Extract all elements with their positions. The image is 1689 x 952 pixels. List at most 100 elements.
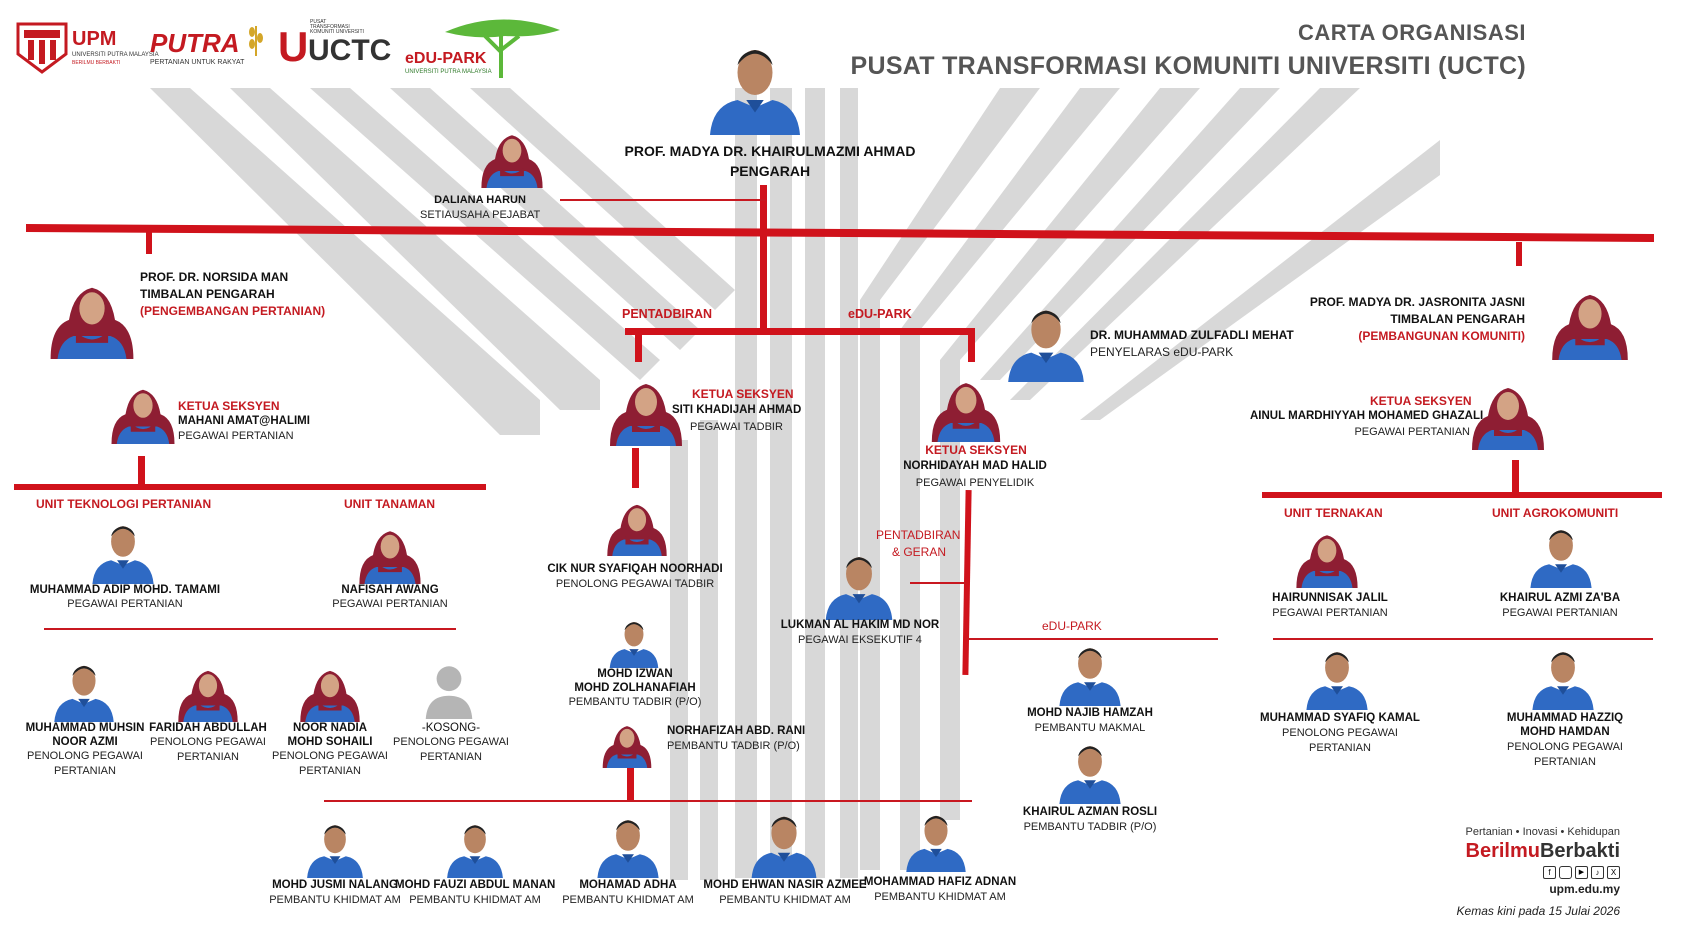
right-section-drop: [1512, 460, 1519, 493]
footer-brand-2: Berbakti: [1539, 840, 1620, 862]
deputy-left-name: PROF. DR. NORSIDA MAN: [140, 270, 289, 284]
staff-jusmi-name: MOHD JUSMI NALANG: [272, 879, 398, 891]
staff-muhsin-photo: [48, 656, 120, 722]
branch-label-admin-grant-1: PENTADBIRAN: [876, 528, 961, 542]
deputy-right-division: (PEMBANGUNAN KOMUNITI): [1358, 329, 1525, 343]
staff-hairunnisak-photo: [1292, 520, 1362, 588]
staff-najib-role: PEMBANTU MAKMAL: [1034, 722, 1146, 734]
logo-putra: PUTRA PERTANIAN UNTUK RAKYAT: [150, 26, 263, 66]
staff-hazziq-photo: [1526, 642, 1600, 710]
wheat-icon: [249, 26, 263, 56]
instagram-icon[interactable]: [1559, 866, 1572, 879]
left-staff-line: [44, 628, 456, 630]
staff-izwan-photo: [603, 614, 665, 668]
staff-muhsin-role1: PENOLONG PEGAWAI: [27, 750, 143, 762]
staff-hazziq-role2: PERTANIAN: [1534, 756, 1596, 768]
chart-title: CARTA ORGANISASI: [1298, 20, 1526, 45]
staff-ehwan-role: PEMBANTU KHIDMAT AM: [719, 894, 851, 906]
section-head-left-tag: KETUA SEKSYEN: [178, 399, 280, 413]
putra-wordmark: PUTRA: [150, 28, 240, 58]
left-unit-line: [14, 484, 486, 490]
staff-adha-name: MOHAMAD ADHA: [579, 879, 677, 891]
uctc-sub2: TRANSFORMASI: [310, 24, 350, 30]
edupark-drop-line: [968, 330, 975, 362]
facebook-icon[interactable]: f: [1543, 866, 1556, 879]
deputy-right-photo: [1548, 252, 1632, 384]
x-icon[interactable]: X: [1607, 866, 1620, 879]
footer-brand: BerilmuBerbakti: [1466, 840, 1621, 863]
putra-subtitle: PERTANIAN UNTUK RAKYAT: [150, 59, 245, 66]
staff-hazziq-name1: MUHAMMAD HAZZIQ: [1506, 712, 1624, 724]
right-deputy-drop: [1516, 242, 1522, 266]
section-head-left-photo: [108, 370, 178, 448]
staff-jusmi-role: PEMBANTU KHIDMAT AM: [269, 894, 401, 906]
bottom-staff-line: [324, 800, 972, 802]
tiktok-icon[interactable]: ♪: [1591, 866, 1604, 879]
uctc-u-glyph: U: [278, 23, 309, 70]
staff-izwan-role: PEMBANTU TADBIR (P/O): [568, 696, 702, 708]
staff-kosong-role2: PERTANIAN: [420, 751, 482, 763]
staff-hafiz-photo: [900, 806, 972, 872]
staff-muhsin-role2: PERTANIAN: [54, 765, 116, 777]
secretary-name: DALIANA HARUN: [434, 194, 526, 206]
staff-lukman-name: LUKMAN AL HAKIM MD NOR: [780, 619, 940, 631]
staff-nafisah-name: NAFISAH AWANG: [341, 584, 439, 596]
staff-hazziq-role1: PENOLONG PEGAWAI: [1507, 741, 1623, 753]
staff-syafiqah-photo: [604, 488, 670, 558]
staff-nafisah-photo: [355, 516, 425, 584]
staff-norhafizah-name: NORHAFIZAH ABD. RANI: [667, 725, 806, 737]
staff-fauzi-photo: [440, 816, 510, 878]
footer-website[interactable]: upm.edu.my: [1549, 882, 1620, 896]
upm-wordmark: UPM: [72, 28, 117, 50]
staff-syafiqah-name: CIK NUR SYAFIQAH NOORHADI: [547, 563, 723, 575]
staff-khairul-azman-photo: [1052, 736, 1128, 804]
uctc-wordmark: UCTC: [308, 34, 392, 67]
staff-syafiqah-role: PENOLONG PEGAWAI TADBIR: [555, 578, 715, 590]
staff-norhafizah-role: PEMBANTU TADBIR (P/O): [667, 740, 800, 752]
staff-khairul-azmi-photo: [1526, 520, 1596, 588]
staff-hairunnisak-name: HAIRUNNISAK JALIL: [1272, 592, 1388, 604]
edupark-wordmark: eDU-PARK: [405, 50, 487, 67]
staff-fauzi-role: PEMBANTU KHIDMAT AM: [409, 894, 541, 906]
upm-subtitle: UNIVERSITI PUTRA MALAYSIA: [72, 52, 159, 58]
uctc-sub1: PUSAT: [310, 19, 327, 25]
staff-najib-photo: [1052, 638, 1128, 706]
footer-tagline: Pertanian • Inovasi • Kehidupan: [1465, 826, 1620, 838]
staff-nafisah-role: PEGAWAI PERTANIAN: [332, 598, 448, 610]
division-horizontal-line: [625, 328, 975, 335]
uctc-sub3: KOMUNITI UNIVERSITI: [310, 29, 364, 35]
logo-uctc: U UCTC PUSAT TRANSFORMASI KOMUNITI UNIVE…: [278, 19, 392, 72]
staff-kosong-name: -KOSONG-: [421, 722, 481, 734]
staff-jusmi-photo: [300, 816, 370, 878]
branch-label-admin: PENTADBIRAN: [622, 307, 713, 321]
secretary-role: SETIAUSAHA PEJABAT: [420, 209, 541, 221]
admin-vertical-1: [632, 448, 639, 488]
staff-ehwan-photo: [748, 806, 820, 878]
staff-khairul-azman-role: PEMBANTU TADBIR (P/O): [1023, 821, 1157, 833]
right-unit-line: [1262, 492, 1662, 498]
deputy-right-name: PROF. MADYA DR. JASRONITA JASNI: [1309, 295, 1525, 309]
staff-fauzi-name: MOHD FAUZI ABDUL MANAN: [395, 879, 556, 891]
youtube-icon[interactable]: ▶: [1575, 866, 1588, 879]
logo-edupark: eDU-PARK UNIVERSITI PUTRA MALAYSIA: [405, 12, 565, 82]
unit-crops: UNIT TANAMAN: [344, 497, 436, 511]
section-head-edupark-name: NORHIDAYAH MAD HALID: [903, 460, 1047, 472]
section-head-edupark-tag: KETUA SEKSYEN: [925, 443, 1027, 457]
section-head-admin-name: SITI KHADIJAH AHMAD: [672, 404, 802, 416]
logo-upm: UPM UNIVERSITI PUTRA MALAYSIA BERILMU BE…: [14, 18, 159, 74]
edupark-branch-line: [966, 638, 1218, 640]
staff-faridah-name: FARIDAH ABDULLAH: [149, 722, 267, 734]
staff-nadia-name1: NOOR NADIA: [292, 722, 368, 734]
staff-khairul-azmi-role: PEGAWAI PERTANIAN: [1502, 607, 1618, 619]
left-section-drop: [138, 456, 145, 486]
section-head-edupark-photo: [928, 364, 1004, 444]
deputy-left-photo: [46, 244, 138, 382]
deputy-left-role: TIMBALAN PENGARAH: [140, 287, 275, 301]
staff-muhsin-name1: MUHAMMAD MUHSIN: [25, 722, 145, 734]
staff-adip-photo: [88, 516, 158, 584]
staff-muhsin-name2: NOOR AZMI: [52, 736, 118, 748]
staff-nadia-name2: MOHD SOHAILI: [287, 736, 373, 748]
staff-faridah-role2: PERTANIAN: [177, 751, 239, 763]
staff-adha-photo: [593, 810, 663, 878]
deputy-left-division: (PENGEMBANGAN PERTANIAN): [140, 304, 326, 318]
